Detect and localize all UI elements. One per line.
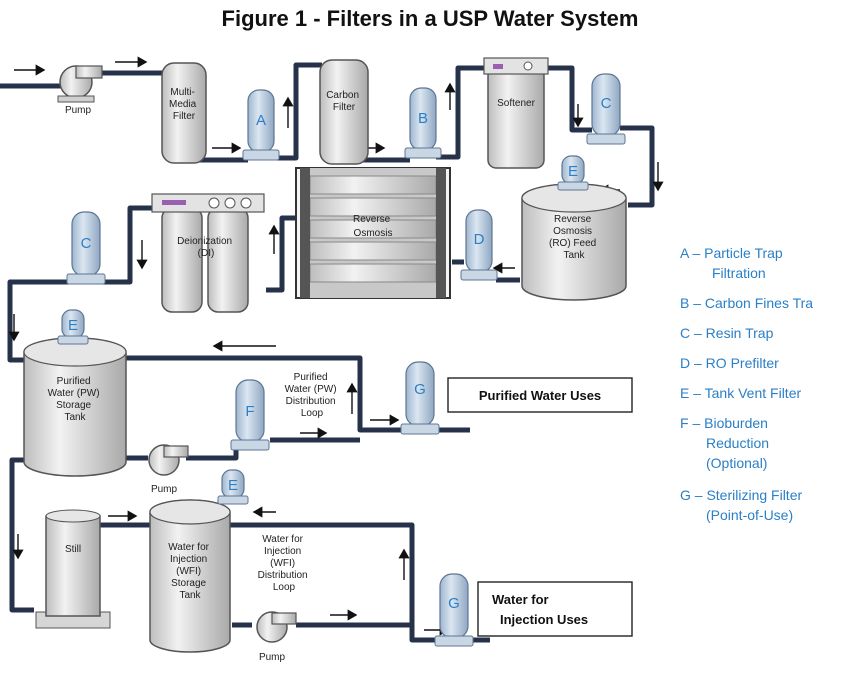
carbon-filter: Carbon Filter xyxy=(319,59,369,165)
deionization-unit: Deionization (DI) xyxy=(151,193,265,313)
piping xyxy=(0,62,655,643)
wfi-storage-tank-label: Water for Injection (WFI) Storage Tank xyxy=(168,542,212,601)
reverse-osmosis-unit: Reverse Osmosis xyxy=(295,167,451,299)
legend-item-g: G – Sterilizing Filter (Point-of-Use) xyxy=(680,487,806,523)
ro-feed-tank-label: Reverse Osmosis (RO) Feed Tank xyxy=(549,214,599,261)
pump-pw: Pump xyxy=(148,444,189,495)
filter-f-letter: F xyxy=(245,403,254,420)
still: Still xyxy=(35,509,111,629)
filter-g-wfi: G xyxy=(434,573,474,647)
filter-c-softener: C xyxy=(586,73,626,145)
filter-c-deionization: C xyxy=(66,211,106,285)
pump-feed: Pump xyxy=(57,65,103,116)
filter-b: B xyxy=(404,87,442,159)
deionization-label: Deionization (DI) xyxy=(177,236,235,259)
reverse-osmosis-label: Reverse Osmosis xyxy=(353,214,393,239)
wfi-storage-tank: Water for Injection (WFI) Storage Tank xyxy=(149,499,231,653)
multimedia-filter-label: Multi- Media Filter xyxy=(169,87,199,122)
filter-e-ro-tank: E xyxy=(557,155,589,191)
filter-b-letter: B xyxy=(418,110,428,127)
ro-feed-tank: Reverse Osmosis (RO) Feed Tank xyxy=(521,183,627,301)
filter-e-pw-tank-letter: E xyxy=(68,317,78,334)
pump-pw-label: Pump xyxy=(151,484,178,495)
legend-item-b: B – Carbon Fines Tra xyxy=(680,295,813,311)
carbon-filter-label: Carbon Filter xyxy=(326,90,362,113)
legend-item-d: D – RO Prefilter xyxy=(680,355,779,371)
pw-loop-label: Purified Water (PW) Distribution Loop xyxy=(285,372,340,419)
softener-label: Softener xyxy=(497,98,535,109)
pw-storage-tank: Purified Water (PW) Storage Tank xyxy=(23,337,127,477)
filter-e-ro-tank-letter: E xyxy=(568,163,578,180)
filter-a: A xyxy=(242,89,280,161)
wfi-loop-label: Water for Injection (WFI) Distribution L… xyxy=(258,534,311,593)
legend: A – Particle Trap Filtration B – Carbon … xyxy=(680,245,813,523)
still-label: Still xyxy=(65,544,81,555)
filter-c-deionization-letter: C xyxy=(81,235,92,252)
multimedia-filter: Multi- Media Filter xyxy=(161,62,207,164)
filter-g-pw: G xyxy=(400,361,440,435)
legend-item-f: F – Bioburden Reduction (Optional) xyxy=(680,415,773,471)
filter-f: F xyxy=(230,379,270,451)
wfi-uses-label: Water for Injection Uses xyxy=(492,592,588,627)
legend-item-c: C – Resin Trap xyxy=(680,325,774,341)
legend-item-e: E – Tank Vent Filter xyxy=(680,385,801,401)
pump-wfi-label: Pump xyxy=(259,652,286,663)
purified-water-uses-box: Purified Water Uses xyxy=(447,377,633,413)
pump-wfi: Pump xyxy=(256,611,297,663)
flow-arrows xyxy=(8,56,664,636)
figure-title: Figure 1 - Filters in a USP Water System xyxy=(222,6,639,31)
filter-d: D xyxy=(460,209,498,281)
pump-feed-label: Pump xyxy=(65,105,92,116)
filter-g-wfi-letter: G xyxy=(448,595,460,612)
filter-g-pw-letter: G xyxy=(414,381,426,398)
filter-e-pw-tank: E xyxy=(57,309,89,345)
legend-item-a: A – Particle Trap Filtration xyxy=(680,245,787,281)
filter-d-letter: D xyxy=(474,231,485,248)
filter-e-wfi-tank: E xyxy=(217,469,249,505)
pw-storage-tank-label: Purified Water (PW) Storage Tank xyxy=(48,376,103,423)
filter-c-softener-letter: C xyxy=(601,95,612,112)
wfi-uses-box: Water for Injection Uses xyxy=(477,581,633,637)
filter-e-wfi-tank-letter: E xyxy=(228,477,238,494)
softener: Softener xyxy=(483,57,549,169)
filter-a-letter: A xyxy=(256,112,266,129)
purified-water-uses-label: Purified Water Uses xyxy=(479,388,601,403)
